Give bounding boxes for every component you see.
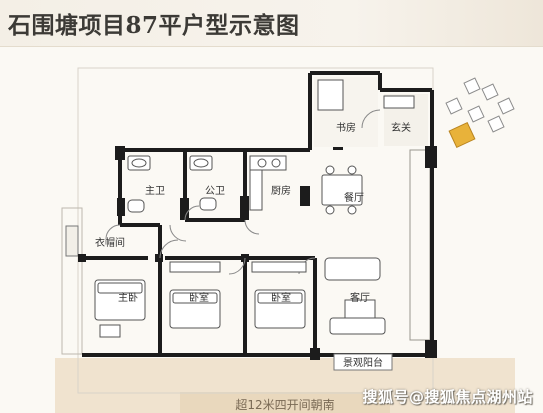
room-foyer: 玄关	[391, 121, 411, 134]
room-kitchen: 厨房	[271, 184, 291, 197]
bottom-banner	[180, 392, 390, 413]
room-master-bath: 主卫	[145, 185, 165, 197]
furniture	[94, 79, 415, 338]
page-title: 石围塘项目87平户型示意图	[8, 12, 300, 39]
highlighted-unit	[448, 121, 476, 149]
room-dining: 餐厅	[344, 191, 364, 204]
room-balcony: 景观阳台	[343, 356, 383, 369]
left-cabinet	[65, 225, 79, 257]
right-window-frame	[409, 149, 431, 341]
outer-frame	[77, 67, 434, 394]
room-living: 客厅	[350, 291, 370, 304]
room-cloakroom: 衣帽间	[95, 236, 125, 249]
room-bedroom-2: 卧室	[271, 291, 291, 304]
room-public-bath: 公卫	[205, 186, 225, 197]
location-minimap	[445, 77, 515, 149]
room-bedroom-1: 卧室	[189, 291, 209, 304]
left-balcony-frame	[61, 207, 83, 355]
balcony-label-box	[333, 353, 393, 371]
header-banner: 石围塘项目87平户型示意图	[0, 0, 543, 47]
bottom-band-label: 超12米四开间朝南	[235, 397, 334, 412]
fixtures	[127, 155, 287, 213]
room-study: 书房	[336, 121, 356, 134]
door-swings	[105, 109, 381, 275]
room-master-bedroom: 主卧	[118, 291, 138, 304]
watermark: 搜狐号@搜狐焦点湖州站	[362, 388, 533, 406]
